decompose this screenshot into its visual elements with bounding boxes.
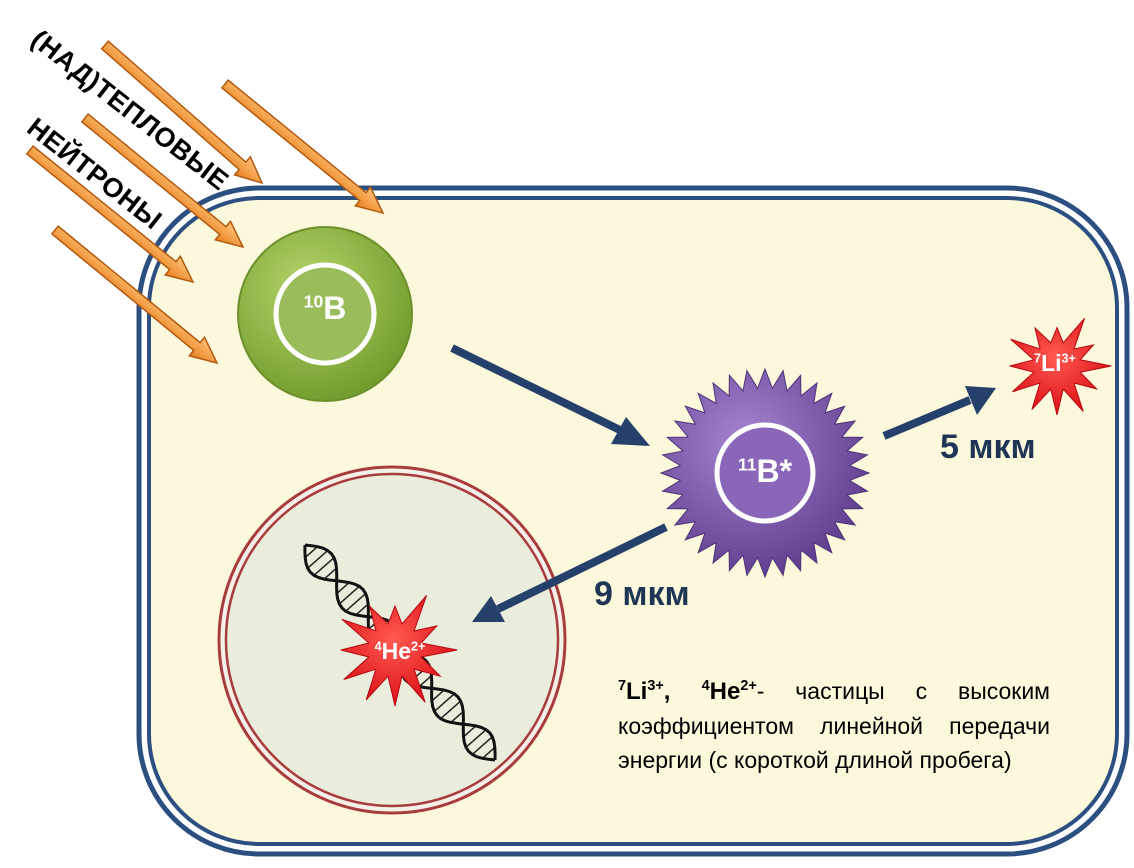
- lithium-distance-label: 5 мкм: [940, 428, 1036, 466]
- lithium-label: 7Li3+: [1034, 350, 1076, 376]
- path-arrow-to-helium: [472, 523, 668, 622]
- boron-10-label: 10B: [303, 290, 347, 326]
- boron-11-excited-atom: [659, 367, 871, 579]
- neutron-arrow: [80, 113, 245, 249]
- description-text: 7Li3+, 4He2+- частицы с высоким коэффици…: [618, 678, 1050, 773]
- neutron-arrow: [25, 145, 195, 284]
- boron-11-label: 11B*: [737, 453, 793, 489]
- path-arrow-to-lithium: [882, 386, 996, 440]
- neutron-arrow: [100, 40, 264, 185]
- neutron-arrow: [50, 225, 219, 365]
- neutron-arrows: [25, 40, 385, 365]
- lithium-star-icon: [1009, 317, 1112, 416]
- path-arrow-b10-to-b11: [450, 344, 650, 446]
- neutron-arrow: [220, 79, 385, 215]
- helium-label: 4He2+: [374, 638, 426, 664]
- boron-10-atom: [237, 226, 413, 402]
- helium-star-icon: [340, 594, 458, 707]
- helium-distance-label: 9 мкм: [594, 575, 690, 613]
